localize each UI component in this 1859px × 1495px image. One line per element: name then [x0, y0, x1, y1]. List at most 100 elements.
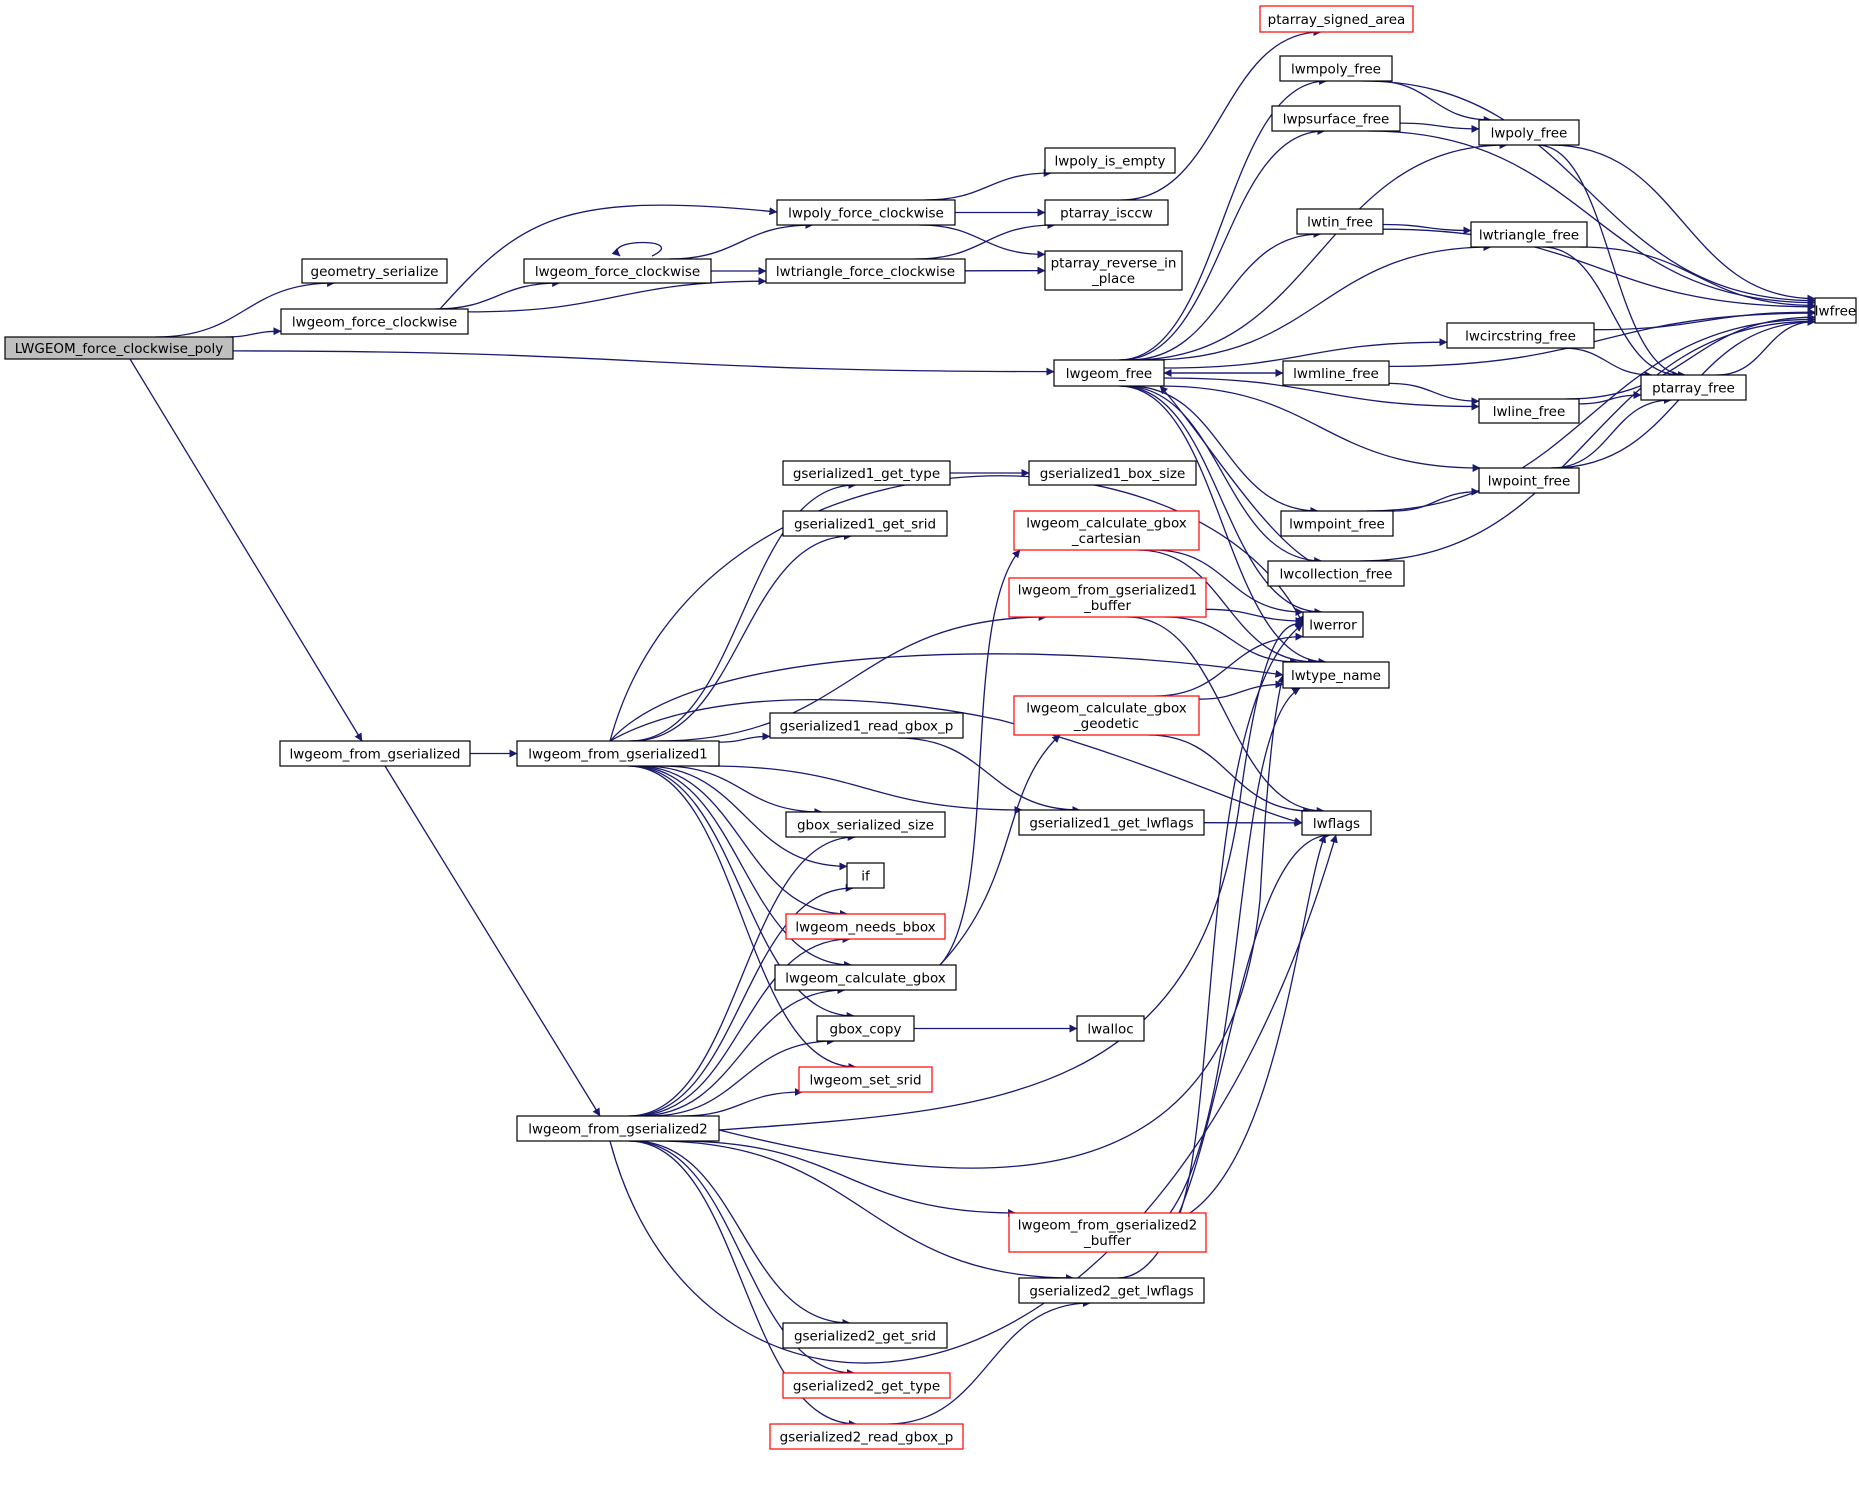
node-lwmpoint_free[interactable]: lwmpoint_free	[1280, 510, 1394, 537]
node-lwgeom_calculate_gbox[interactable]: lwgeom_calculate_gbox	[774, 964, 957, 991]
node-box-lwmpoint_free[interactable]	[1280, 510, 1394, 537]
node-gserialized1_get_type[interactable]: gserialized1_get_type	[782, 460, 951, 486]
node-lwgeom_set_srid[interactable]: lwgeom_set_srid	[798, 1066, 933, 1093]
node-box-gserialized2_get_type[interactable]	[782, 1372, 951, 1399]
node-lwgeom_force_clockwise_b[interactable]: lwgeom_force_clockwise	[523, 258, 712, 284]
node-box-gserialized2_get_lwflags[interactable]	[1018, 1277, 1205, 1304]
node-box-lwpoly_free[interactable]	[1478, 119, 1580, 146]
node-box-lwtin_free[interactable]	[1296, 208, 1384, 235]
node-box-lwgeom_from_gserialized[interactable]	[279, 740, 471, 767]
node-box-lwgeom_needs_bbox[interactable]	[785, 913, 946, 940]
node-lwgeom_needs_bbox[interactable]: lwgeom_needs_bbox	[785, 913, 946, 940]
node-lwtin_free[interactable]: lwtin_free	[1296, 208, 1384, 235]
node-box-gserialized1_get_srid[interactable]	[782, 510, 948, 537]
node-lwgeom_from_gserialized2_buffer[interactable]: lwgeom_from_gserialized2_buffer	[1008, 1212, 1207, 1253]
node-lwtype_name[interactable]: lwtype_name	[1282, 661, 1390, 689]
node-gbox_serialized_size[interactable]: gbox_serialized_size	[785, 811, 946, 838]
node-box-geometry_serialize[interactable]	[301, 258, 448, 284]
node-lwcollection_free[interactable]: lwcollection_free	[1267, 560, 1405, 587]
node-lwtriangle_free[interactable]: lwtriangle_free	[1470, 221, 1588, 248]
node-box-lwpoint_free[interactable]	[1478, 467, 1580, 494]
node-lwgeom_from_gserialized[interactable]: lwgeom_from_gserialized	[279, 740, 471, 767]
node-lwpoly_free[interactable]: lwpoly_free	[1478, 119, 1580, 146]
node-lwmline_free[interactable]: lwmline_free	[1282, 360, 1390, 386]
node-gserialized1_get_srid[interactable]: gserialized1_get_srid	[782, 510, 948, 537]
node-box-ptarray_signed_area[interactable]	[1259, 5, 1414, 33]
node-box-ptarray_reverse_in_place[interactable]	[1044, 250, 1183, 291]
node-lwgeom_from_gserialized1[interactable]: lwgeom_from_gserialized1	[516, 740, 720, 767]
node-box-lwgeom_force_clockwise_b[interactable]	[523, 258, 712, 284]
node-lwpsurface_free[interactable]: lwpsurface_free	[1271, 105, 1401, 132]
node-lwalloc[interactable]: lwalloc	[1076, 1015, 1145, 1042]
node-ptarray_isccw[interactable]: ptarray_isccw	[1044, 199, 1169, 226]
node-box-lwpoly_is_empty[interactable]	[1044, 147, 1176, 174]
node-gserialized1_read_gbox_p[interactable]: gserialized1_read_gbox_p	[769, 712, 964, 739]
node-lwcircstring_free[interactable]: lwcircstring_free	[1446, 322, 1595, 349]
node-lwgeom_free[interactable]: lwgeom_free	[1053, 359, 1165, 387]
node-ptarray_signed_area[interactable]: ptarray_signed_area	[1259, 5, 1414, 33]
node-lwtriangle_force_clockwise[interactable]: lwtriangle_force_clockwise	[765, 258, 966, 284]
node-box-if[interactable]	[846, 862, 885, 889]
node-box-gserialized1_box_size[interactable]	[1028, 460, 1197, 486]
node-box-lwmline_free[interactable]	[1282, 360, 1390, 386]
node-lwmpoly_free[interactable]: lwmpoly_free	[1279, 55, 1393, 82]
node-box-lwgeom_from_gserialized1[interactable]	[516, 740, 720, 767]
node-gserialized1_box_size[interactable]: gserialized1_box_size	[1028, 460, 1197, 486]
node-lwgeom_from_gserialized2[interactable]: lwgeom_from_gserialized2	[516, 1115, 720, 1142]
node-box-lwgeom_calculate_gbox[interactable]	[774, 964, 957, 991]
node-gserialized2_read_gbox_p[interactable]: gserialized2_read_gbox_p	[769, 1423, 964, 1450]
node-lwgeom_from_gserialized1_buffer[interactable]: lwgeom_from_gserialized1_buffer	[1008, 577, 1207, 618]
node-box-ptarray_free[interactable]	[1640, 374, 1747, 401]
node-box-gserialized2_get_srid[interactable]	[782, 1322, 948, 1349]
node-box-lwgeom_from_gserialized2[interactable]	[516, 1115, 720, 1142]
node-box-gbox_serialized_size[interactable]	[785, 811, 946, 838]
node-gserialized1_get_lwflags[interactable]: gserialized1_get_lwflags	[1018, 809, 1205, 836]
node-ptarray_free[interactable]: ptarray_free	[1640, 374, 1747, 401]
node-lwgeom_calculate_gbox_cartesian[interactable]: lwgeom_calculate_gbox_cartesian	[1013, 510, 1200, 551]
node-lwgeom_calculate_gbox_geodetic[interactable]: lwgeom_calculate_gbox_geodetic	[1013, 695, 1200, 736]
node-box-lwgeom_force_clockwise_a[interactable]	[280, 308, 469, 335]
node-box-lwtype_name[interactable]	[1282, 661, 1390, 689]
node-lwline_free[interactable]: lwline_free	[1478, 398, 1580, 424]
node-box-lwcircstring_free[interactable]	[1446, 322, 1595, 349]
node-lwfree[interactable]: lwfree	[1814, 297, 1857, 324]
node-box-lwtriangle_free[interactable]	[1470, 221, 1588, 248]
node-box-gserialized1_get_lwflags[interactable]	[1018, 809, 1205, 836]
node-box-lwgeom_calculate_gbox_cartesian[interactable]	[1013, 510, 1200, 551]
node-box-lwalloc[interactable]	[1076, 1015, 1145, 1042]
node-ptarray_reverse_in_place[interactable]: ptarray_reverse_in_place	[1044, 250, 1183, 291]
node-box-lwgeom_free[interactable]	[1053, 359, 1165, 387]
node-lwgeom_force_clockwise_a[interactable]: lwgeom_force_clockwise	[280, 308, 469, 335]
node-geometry_serialize[interactable]: geometry_serialize	[301, 258, 448, 284]
node-lwflags[interactable]: lwflags	[1301, 810, 1372, 836]
node-box-lwpsurface_free[interactable]	[1271, 105, 1401, 132]
node-box-ptarray_isccw[interactable]	[1044, 199, 1169, 226]
node-box-lwpoly_force_clockwise[interactable]	[776, 199, 956, 226]
node-box-gserialized1_read_gbox_p[interactable]	[769, 712, 964, 739]
node-box-lwline_free[interactable]	[1478, 398, 1580, 424]
node-box-lwerror[interactable]	[1302, 611, 1364, 638]
node-box-gserialized2_read_gbox_p[interactable]	[769, 1423, 964, 1450]
node-lwpoly_force_clockwise[interactable]: lwpoly_force_clockwise	[776, 199, 956, 226]
node-root[interactable]: LWGEOM_force_clockwise_poly	[4, 336, 234, 360]
node-box-lwfree[interactable]	[1814, 297, 1857, 324]
node-box-lwgeom_from_gserialized2_buffer[interactable]	[1008, 1212, 1207, 1253]
node-box-lwcollection_free[interactable]	[1267, 560, 1405, 587]
node-box-lwflags[interactable]	[1301, 810, 1372, 836]
node-gserialized2_get_type[interactable]: gserialized2_get_type	[782, 1372, 951, 1399]
node-lwpoly_is_empty[interactable]: lwpoly_is_empty	[1044, 147, 1176, 174]
node-gbox_copy[interactable]: gbox_copy	[816, 1015, 915, 1042]
node-box-gbox_copy[interactable]	[816, 1015, 915, 1042]
node-gserialized2_get_srid[interactable]: gserialized2_get_srid	[782, 1322, 948, 1349]
node-box-lwgeom_from_gserialized1_buffer[interactable]	[1008, 577, 1207, 618]
node-lwerror[interactable]: lwerror	[1302, 611, 1364, 638]
node-if[interactable]: if	[846, 862, 885, 889]
node-box-lwgeom_set_srid[interactable]	[798, 1066, 933, 1093]
node-lwpoint_free[interactable]: lwpoint_free	[1478, 467, 1580, 494]
node-box-root[interactable]	[4, 336, 234, 360]
node-box-gserialized1_get_type[interactable]	[782, 460, 951, 486]
node-box-lwmpoly_free[interactable]	[1279, 55, 1393, 82]
node-box-lwgeom_calculate_gbox_geodetic[interactable]	[1013, 695, 1200, 736]
node-gserialized2_get_lwflags[interactable]: gserialized2_get_lwflags	[1018, 1277, 1205, 1304]
node-box-lwtriangle_force_clockwise[interactable]	[765, 258, 966, 284]
